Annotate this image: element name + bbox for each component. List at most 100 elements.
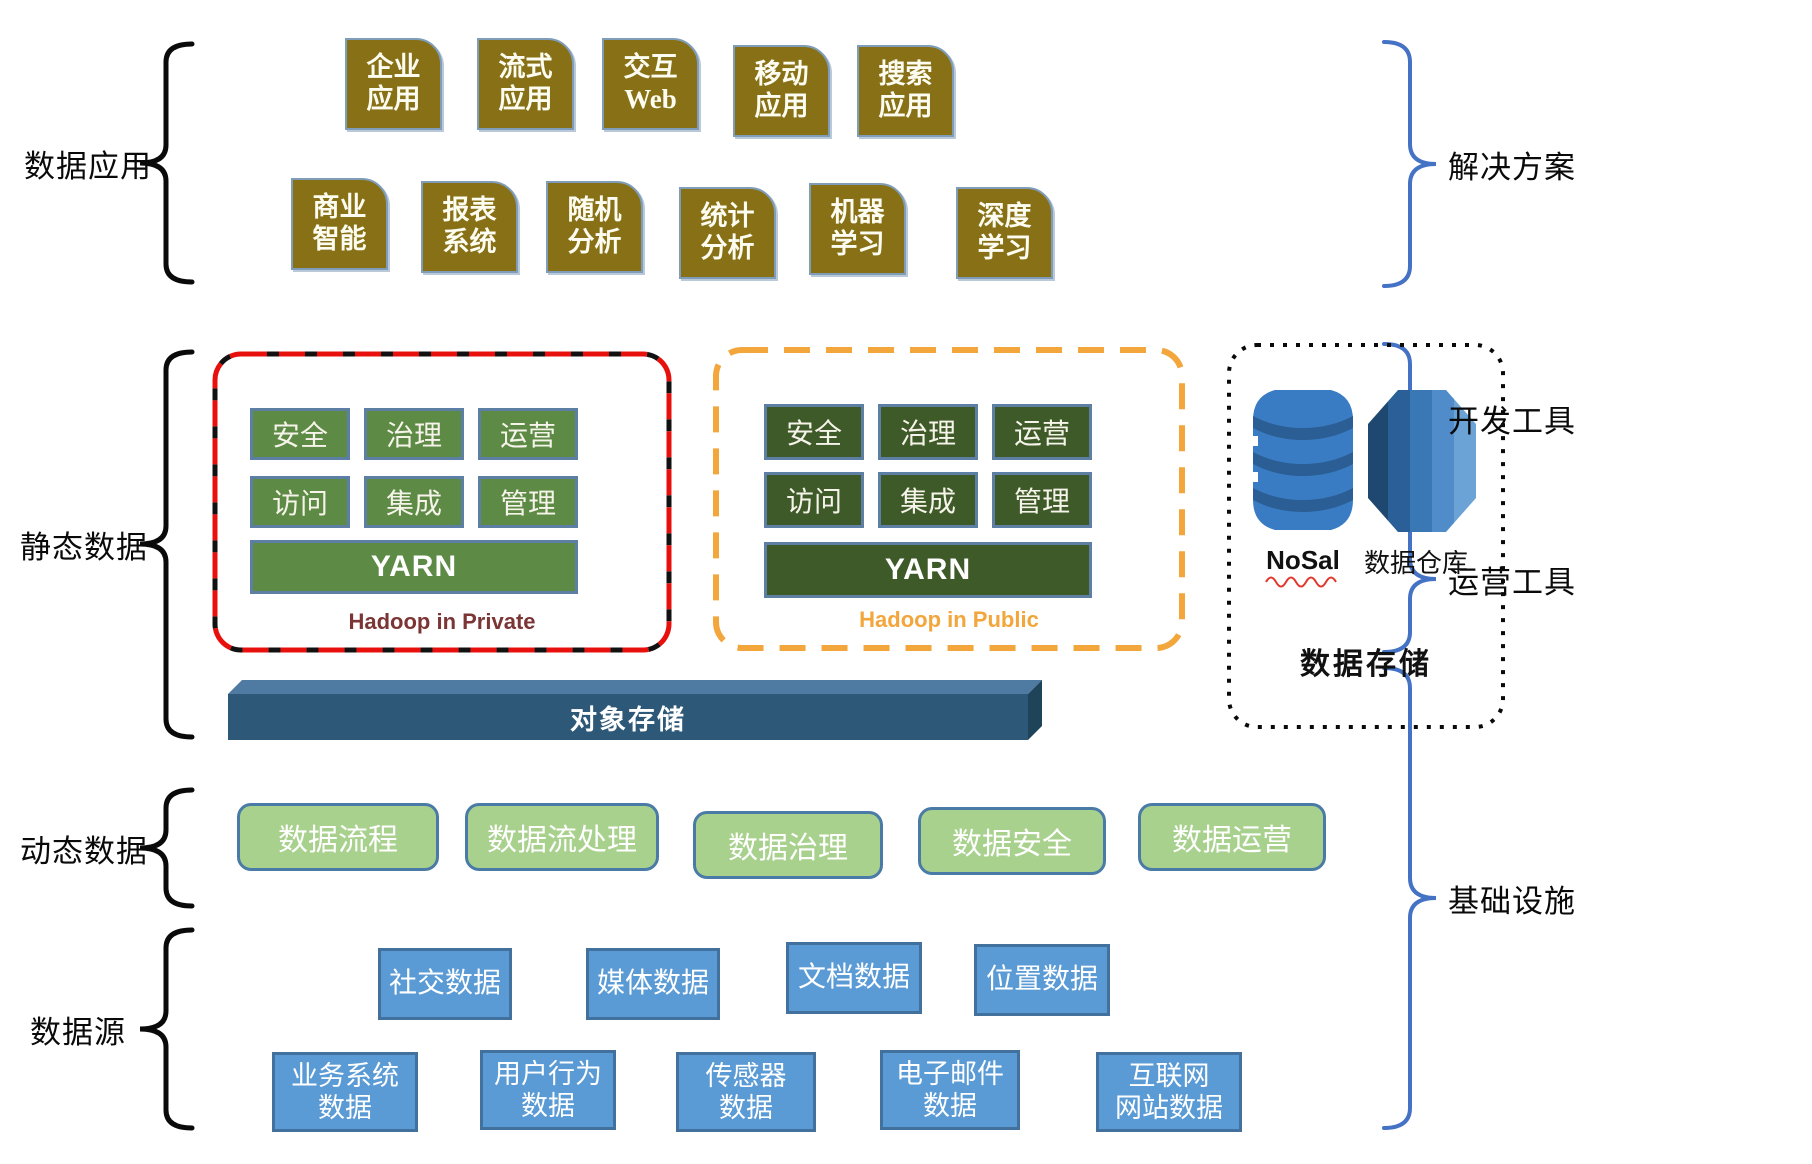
process-box-text: 数据安全	[952, 828, 1072, 861]
hadoop_private-cell-1: 治理	[364, 408, 464, 460]
source-box-text: 媒体数据	[596, 968, 709, 1000]
left-brace-data-application	[139, 41, 195, 285]
app-box-line2: 学习	[830, 229, 885, 259]
hadoop-private-caption-text: Hadoop in Private	[348, 609, 536, 634]
app-box-line2: 应用	[878, 91, 933, 121]
source-box-line2: 数据	[318, 1093, 372, 1123]
data-storage-caption: 数据存储	[1256, 644, 1476, 681]
hadoop-public-caption: Hadoop in Public	[716, 604, 1182, 636]
app-box-line1: 交互	[623, 52, 678, 83]
hadoop_private-cell-text: 集成	[385, 489, 442, 520]
process-box-4: 数据运营	[1138, 803, 1326, 871]
source-box-r2-4: 互联网网站数据	[1096, 1052, 1242, 1132]
hadoop_public-cell-text: 安全	[785, 419, 842, 450]
process-box-1: 数据流处理	[465, 803, 659, 871]
hadoop_public-cell-4: 集成	[878, 472, 978, 528]
app-box-app_row1-4: 搜索应用	[857, 45, 954, 137]
hadoop_private-cell-text: 运营	[499, 421, 556, 452]
data-storage-frame	[1227, 343, 1505, 729]
source-box-r2-3: 电子邮件数据	[880, 1050, 1020, 1130]
yarn-bar-private: YARN	[250, 540, 578, 594]
hadoop_private-cell-4: 集成	[364, 476, 464, 528]
right-label-ops-tools: 运营工具	[1448, 562, 1576, 600]
app-box-line2: 学习	[977, 233, 1032, 263]
app-box-line2: 智能	[312, 224, 367, 254]
hadoop_private-cell-text: 管理	[499, 489, 556, 520]
hadoop_public-cell-1: 治理	[878, 404, 978, 460]
app-box-line2: 分析	[700, 233, 755, 263]
left-label-data-source: 数据源	[28, 1012, 128, 1050]
source-box-line1: 传感器	[705, 1060, 787, 1091]
left-label-dynamic-data: 动态数据	[20, 831, 148, 869]
hadoop_public-cell-3: 访问	[764, 472, 864, 528]
object-storage-label-text: 对象存储	[570, 704, 686, 735]
app-box-app_row1-0: 企业应用	[345, 38, 442, 130]
object-storage-bar-front	[228, 694, 1028, 740]
app-box-line1: 流式	[498, 52, 553, 83]
nosql-label: NoSal	[1248, 544, 1358, 576]
source-box-line2: 数据	[521, 1091, 575, 1121]
object-storage-bar-top	[228, 680, 1042, 694]
left-brace-data-source	[139, 927, 195, 1131]
hadoop_private-cell-5: 管理	[478, 476, 578, 528]
right-brace-solutions	[1382, 40, 1437, 288]
app-box-line1: 深度	[977, 201, 1032, 232]
hadoop_private-cell-3: 访问	[250, 476, 350, 528]
app-box-line1: 搜索	[878, 59, 933, 90]
source-box-line1: 用户行为	[494, 1058, 602, 1089]
hadoop_public-cell-2: 运营	[992, 404, 1092, 460]
app-box-line2: 分析	[567, 227, 622, 257]
hadoop-private-caption: Hadoop in Private	[215, 606, 669, 638]
app-box-app_row2-0: 商业智能	[291, 178, 388, 270]
app-box-line1: 随机	[567, 195, 622, 226]
app-box-app_row1-1: 流式应用	[477, 38, 574, 130]
right-label-dev-tools: 开发工具	[1448, 401, 1576, 439]
source-box-text: 社交数据	[388, 968, 501, 1000]
nosal-squiggle	[1265, 576, 1337, 588]
source-box-line1: 电子邮件	[896, 1058, 1004, 1089]
app-box-line1: 商业	[312, 192, 367, 223]
app-box-app_row2-3: 统计分析	[679, 187, 776, 279]
hadoop_public-cell-text: 集成	[899, 487, 956, 518]
warehouse-label-text: 数据仓库	[1363, 548, 1468, 578]
right-label-solutions-text: 解决方案	[1448, 149, 1576, 185]
app-box-app_row2-5: 深度学习	[956, 187, 1053, 279]
hadoop_public-cell-text: 治理	[899, 419, 956, 450]
left-label-static-data: 静态数据	[20, 527, 148, 565]
right-label-ops-tools-text: 运营工具	[1448, 564, 1576, 600]
source-box-line2: 网站数据	[1115, 1093, 1223, 1123]
data-storage-caption-text: 数据存储	[1300, 648, 1432, 681]
left-label-static-data-text: 静态数据	[20, 529, 148, 565]
warehouse-icon	[1368, 390, 1476, 532]
source-box-r1-0: 社交数据	[378, 948, 512, 1020]
source-box-r1-3: 位置数据	[974, 944, 1110, 1016]
process-box-text: 数据治理	[728, 832, 848, 865]
process-box-text: 数据流程	[278, 824, 398, 857]
hadoop_private-cell-2: 运营	[478, 408, 578, 460]
hadoop_public-cell-5: 管理	[992, 472, 1092, 528]
process-box-0: 数据流程	[237, 803, 439, 871]
left-label-dynamic-data-text: 动态数据	[20, 833, 148, 869]
app-box-app_row2-4: 机器学习	[809, 183, 906, 275]
right-brace-infrastructure	[1382, 666, 1437, 1130]
yarn-bar-public: YARN	[764, 542, 1092, 598]
nosql-label-text: NoSal	[1266, 544, 1340, 575]
app-box-app_row1-3: 移动应用	[733, 45, 830, 137]
left-label-data-application: 数据应用	[24, 146, 152, 184]
hadoop_private-cell-text: 治理	[385, 421, 442, 452]
source-box-r2-2: 传感器数据	[676, 1052, 816, 1132]
nosql-icon	[1253, 390, 1353, 530]
hadoop_private-cell-0: 安全	[250, 408, 350, 460]
left-brace-dynamic-data	[139, 787, 195, 909]
right-label-dev-tools-text: 开发工具	[1448, 403, 1576, 439]
source-box-line1: 互联网	[1128, 1060, 1210, 1091]
hadoop_public-cell-0: 安全	[764, 404, 864, 460]
source-box-line2: 数据	[923, 1091, 977, 1121]
hadoop-private-frame-red	[212, 351, 672, 653]
source-box-r2-0: 业务系统数据	[272, 1052, 418, 1132]
app-box-app_row2-1: 报表系统	[421, 181, 518, 273]
right-label-solutions: 解决方案	[1448, 147, 1576, 185]
process-box-3: 数据安全	[918, 807, 1106, 875]
